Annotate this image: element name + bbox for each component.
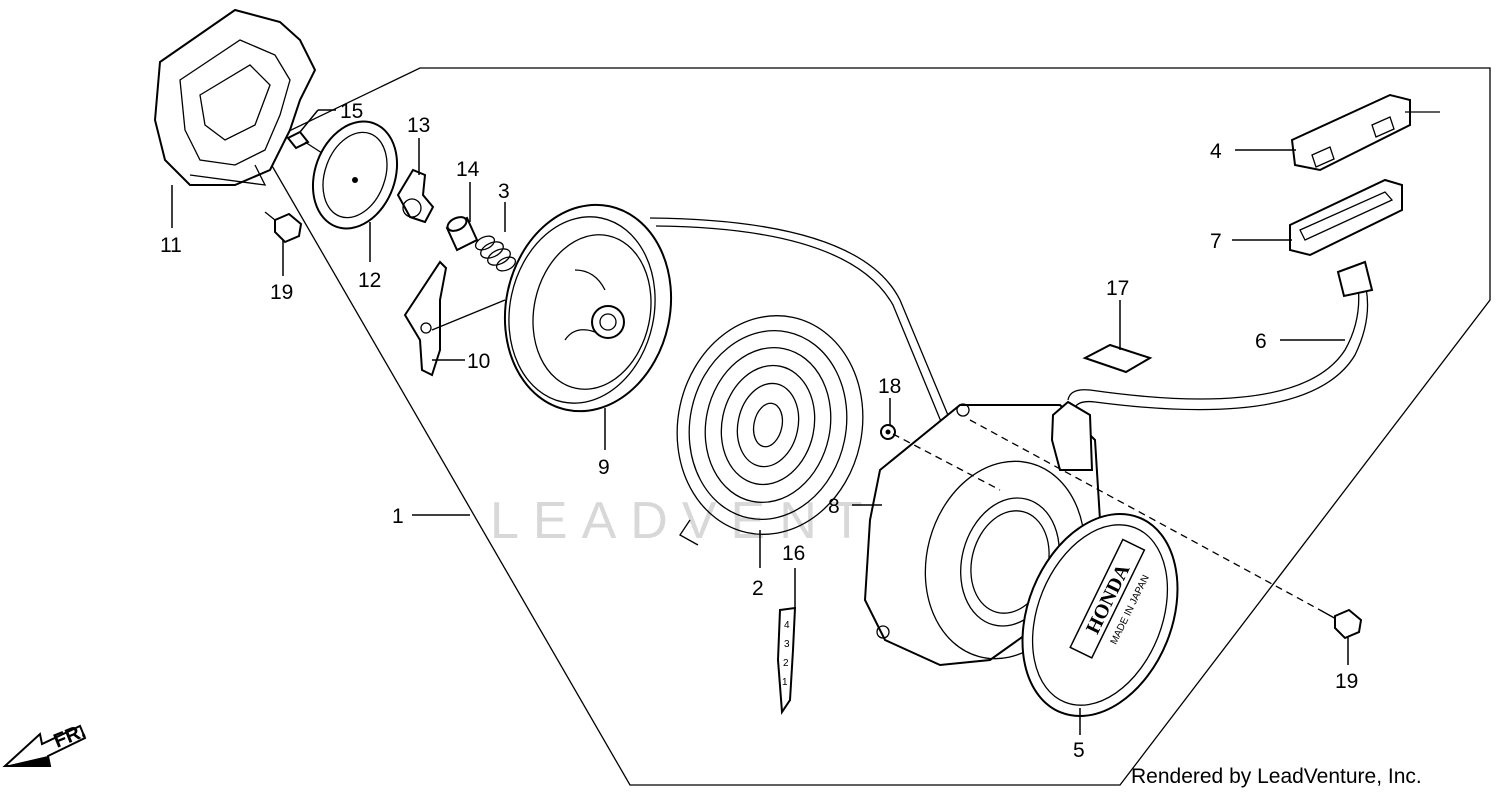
part-label-16: 16 xyxy=(782,542,805,565)
indicator-mark-2: 3 xyxy=(784,639,790,650)
part-label-6: 6 xyxy=(1255,330,1267,353)
front-marker-text: FR. xyxy=(51,720,89,752)
spring-3-part xyxy=(474,235,517,272)
housing-cover-part xyxy=(153,8,317,186)
reel-9-part xyxy=(503,203,673,413)
indicator-mark-3: 2 xyxy=(783,658,789,669)
grip-insert-4-part xyxy=(1290,93,1440,172)
plate-12-part xyxy=(311,120,399,230)
render-credit: Rendered by LeadVenture, Inc. xyxy=(1131,765,1422,788)
bushing-14-part xyxy=(445,216,479,252)
ratchet-13-part xyxy=(396,168,435,224)
mainspring-2-part xyxy=(676,315,864,546)
indicator-mark-1: 4 xyxy=(784,620,790,631)
part-label-1: 1 xyxy=(392,505,404,528)
part-label-9: 9 xyxy=(598,456,610,479)
part-label-3: 3 xyxy=(498,180,510,203)
alignment-line xyxy=(969,419,1321,611)
indicator-16-part: 4 3 2 1 xyxy=(776,606,797,715)
pawl-10-part xyxy=(403,260,506,377)
leader-lines xyxy=(171,109,1349,735)
part-label-19-left: 19 xyxy=(270,281,293,304)
starter-rope-6-part xyxy=(1067,284,1360,401)
grip-7-part xyxy=(1289,178,1403,298)
part-label-4: 4 xyxy=(1210,140,1222,163)
bolt-19-right-part xyxy=(1319,608,1363,640)
part-label-15: 15 xyxy=(340,100,363,123)
cover-5-part: HONDA MADE IN JAPAN xyxy=(1021,512,1179,718)
bolt-19-left-part xyxy=(264,211,303,244)
part-label-8: 8 xyxy=(828,495,840,518)
part-label-12: 12 xyxy=(358,269,381,292)
assembly-outline xyxy=(259,67,1491,786)
part-label-14: 14 xyxy=(456,158,480,181)
part-label-17: 17 xyxy=(1106,277,1129,300)
part-label-18: 18 xyxy=(878,375,901,398)
alignment-line xyxy=(892,433,1001,491)
bolt-15-part xyxy=(286,130,326,156)
indicator-mark-4: 1 xyxy=(782,677,788,688)
part-label-19-right: 19 xyxy=(1335,670,1358,693)
sticker-17-part xyxy=(1082,343,1153,374)
part-label-11: 11 xyxy=(160,234,182,257)
front-direction-marker: FR. xyxy=(2,720,89,767)
part-label-5: 5 xyxy=(1073,739,1085,762)
part-label-13: 13 xyxy=(407,114,430,137)
part-label-2: 2 xyxy=(752,577,764,600)
rope-path xyxy=(649,217,951,421)
part-label-7: 7 xyxy=(1210,230,1222,253)
part-label-10: 10 xyxy=(467,350,490,373)
